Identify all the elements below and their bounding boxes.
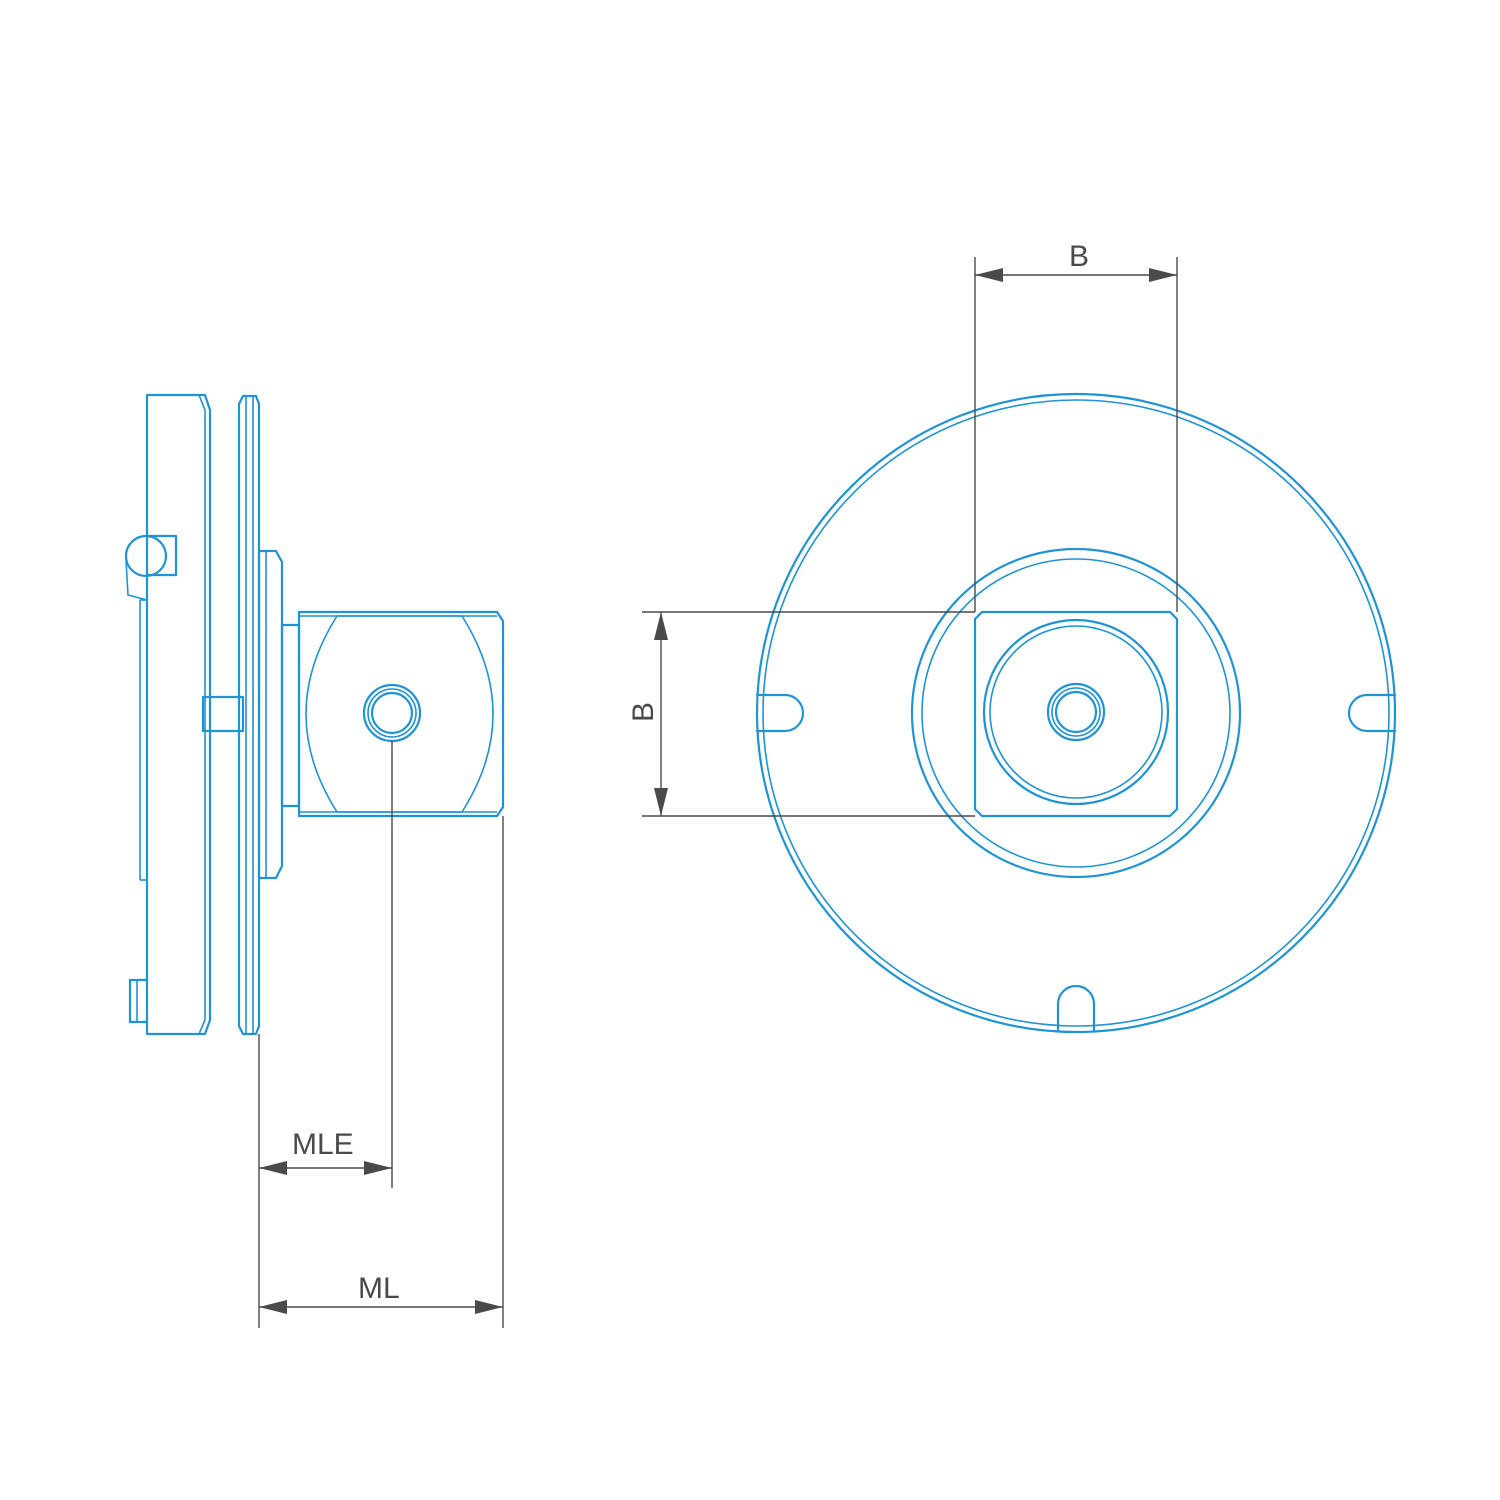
side-square-block <box>297 610 505 818</box>
side-hub-ring <box>257 549 284 880</box>
side-back-body <box>139 393 212 1036</box>
front-slot-right <box>1347 693 1397 733</box>
front-inner-boss <box>982 618 1170 806</box>
dimension-b-width: B <box>974 240 1178 612</box>
front-slot-left <box>755 693 805 733</box>
side-disc-flange <box>237 394 261 1036</box>
dimension-ml-label: ML <box>358 1272 400 1305</box>
front-outer-disc <box>755 392 1397 1034</box>
dimension-b-height: B <box>627 611 975 817</box>
side-view <box>124 393 505 1036</box>
front-slot-bottom <box>1056 984 1096 1033</box>
front-hub-ring <box>910 547 1242 879</box>
dimension-mle-label: MLE <box>292 1128 354 1161</box>
front-view <box>755 392 1397 1034</box>
side-threaded-hole <box>362 683 422 743</box>
side-bottom-pin <box>128 978 149 1024</box>
side-gap-connector <box>201 695 245 733</box>
dimension-mle: MLE <box>258 741 393 1328</box>
front-square-block <box>973 610 1179 818</box>
dimension-b-width-label: B <box>1069 240 1089 273</box>
dimension-b-height-label: B <box>627 702 660 722</box>
side-top-pin <box>124 534 178 601</box>
front-threaded-hole <box>1046 682 1106 742</box>
side-stem <box>280 623 301 808</box>
dimension-ml: ML <box>259 816 504 1328</box>
